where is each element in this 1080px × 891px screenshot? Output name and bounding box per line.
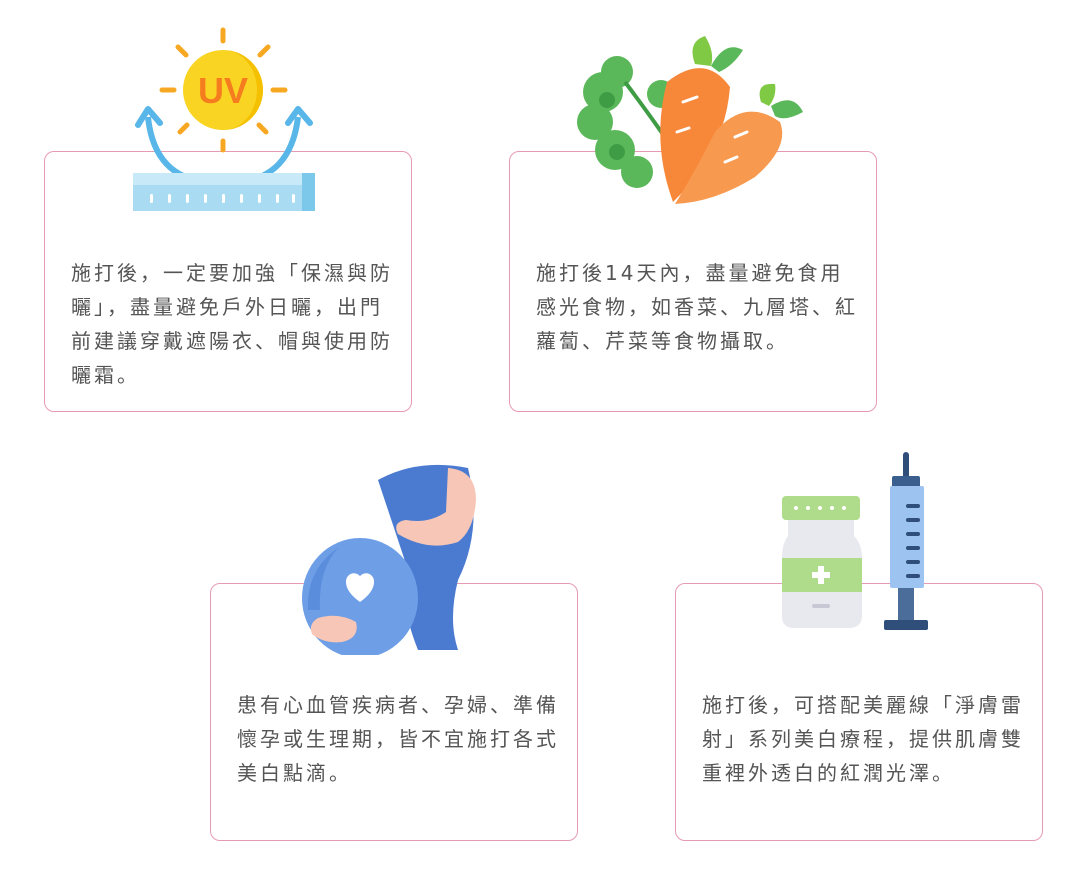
pregnant-woman-icon	[298, 460, 488, 655]
card-text: 施打後14天內，盡量避免食用感光食物，如香菜、九層塔、紅蘿蔔、芹菜等食物攝取。	[536, 261, 858, 353]
carrot-cilantro-icon	[565, 32, 815, 212]
card-text: 患有心血管疾病者、孕婦、準備懷孕或生理期，皆不宜施打各式美白點滴。	[237, 693, 559, 785]
uv-protection-icon: UV	[130, 25, 330, 215]
uv-label: UV	[198, 70, 248, 111]
info-card-laser-treatment: 施打後，可搭配美麗線「淨膚雷射」系列美白療程，提供肌膚雙重裡外透白的紅潤光澤。	[675, 583, 1043, 841]
card-text: 施打後，一定要加強「保濕與防曬」，盡量避免戶外日曬，出門前建議穿戴遮陽衣、帽與使…	[71, 261, 393, 387]
card-text: 施打後，可搭配美麗線「淨膚雷射」系列美白療程，提供肌膚雙重裡外透白的紅潤光澤。	[702, 693, 1024, 785]
medicine-syringe-icon	[778, 448, 938, 633]
